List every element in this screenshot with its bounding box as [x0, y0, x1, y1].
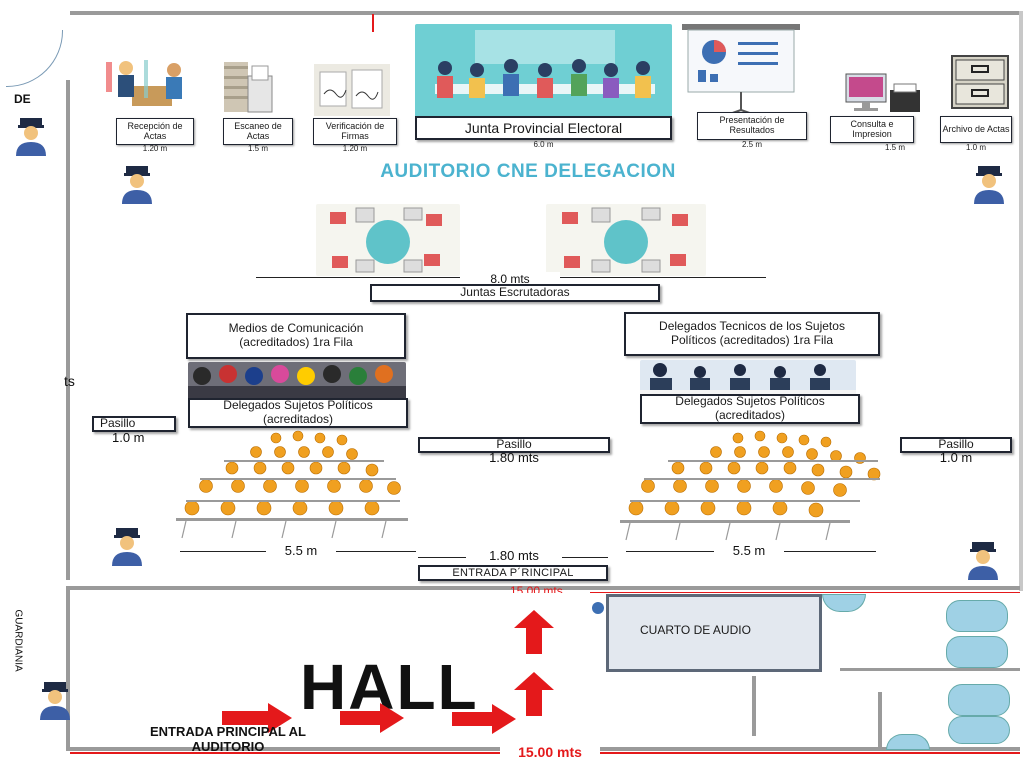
hall-red-top-measure: 15.00 mts — [510, 584, 563, 593]
right-aisle-label: Pasillo — [900, 437, 1012, 453]
arrow-up-icon — [514, 610, 554, 659]
right-seating-block — [620, 430, 892, 542]
top-left-fragment: DE — [14, 92, 31, 106]
center-aisle-measure: 1.80 mts — [489, 450, 539, 465]
presentation-label: Presentación de Resultados — [697, 112, 807, 140]
left-delegates-label: Delegados Sujetos Políticos (acreditados… — [188, 398, 408, 428]
left-aisle-measure: 1.0 m — [112, 430, 145, 445]
presentation-measure: 2.5 m — [741, 140, 762, 149]
right-wall — [1019, 11, 1023, 591]
junta-provincial-label: Junta Provincial Electoral — [415, 116, 672, 140]
archive-illustration — [950, 54, 1010, 110]
top-red-tick — [372, 14, 374, 32]
toilet-icon — [946, 600, 1008, 632]
left-block-measure: 5.5 m — [266, 543, 336, 558]
guard-icon — [36, 680, 74, 720]
restroom-wall — [752, 676, 756, 736]
audio-room-icon — [592, 602, 604, 614]
left-wall-upper — [66, 80, 70, 580]
guardiania-label: GUARDIANIA — [12, 609, 24, 672]
verification-label: Verificación de Firmas — [313, 118, 397, 145]
verification-illustration — [314, 64, 390, 116]
verification-measure: 1.20 m — [342, 144, 368, 153]
reception-illustration — [104, 52, 198, 116]
juntas-label: Juntas Escrutadoras — [370, 284, 660, 302]
right-delegates-label: Delegados Sujetos Políticos (acreditados… — [640, 394, 860, 424]
juntas-illustration-right — [546, 204, 706, 276]
scanning-illustration — [218, 56, 276, 118]
scanning-label: Escaneo de Actas — [223, 118, 293, 145]
audio-room — [606, 594, 822, 672]
sink-icon — [822, 594, 866, 612]
media-illustration — [188, 362, 406, 400]
reception-measure: 1.20 m — [142, 144, 168, 153]
main-entrance-label: ENTRADA P´RINCIPAL — [418, 565, 608, 581]
hall-entrance-label: ENTRADA PRINCIPAL AL AUDITORIO — [150, 725, 306, 754]
presentation-illustration — [678, 22, 804, 117]
right-aisle-measure: 1.0 m — [939, 450, 973, 465]
arrow-right-icon — [452, 704, 516, 739]
top-wall — [70, 11, 1020, 15]
media-label: Medios de Comunicación (acreditados) 1ra… — [186, 313, 406, 359]
restroom-wall — [878, 692, 882, 748]
archive-label: Archivo de Actas — [940, 116, 1012, 143]
juntas-illustration-left — [316, 204, 460, 276]
arrow-up-icon — [514, 672, 554, 721]
arrow-right-icon — [222, 703, 292, 738]
tech-delegates-illustration — [640, 360, 856, 398]
arrow-right-icon — [340, 703, 404, 738]
guard-icon — [964, 540, 1002, 580]
hall-bottom-measure: 15.00 mts — [500, 744, 600, 761]
consultation-measure: 1.5 m — [884, 143, 905, 152]
restroom-partition — [840, 668, 1020, 671]
audio-room-label: CUARTO DE AUDIO — [640, 623, 751, 637]
guard-icon — [108, 526, 146, 566]
toilet-icon — [948, 684, 1010, 716]
guard-icon — [970, 164, 1008, 204]
toilet-icon — [948, 716, 1010, 744]
hall-red-dimension-line — [590, 592, 1020, 593]
left-wall-lower — [66, 590, 70, 750]
left-seating-block — [176, 430, 408, 540]
junta-provincial-illustration — [415, 24, 672, 118]
auditorium-title: AUDITORIO CNE DELEGACION — [380, 161, 676, 182]
left-aisle-label: Pasillo — [92, 416, 176, 432]
top-door-arc — [6, 30, 63, 87]
consultation-label: Consulta e Impresion — [830, 116, 914, 143]
junta-provincial-measure: 6.0 m — [533, 140, 554, 149]
toilet-icon — [946, 636, 1008, 668]
juntas-measure: 8.0 mts — [460, 272, 560, 286]
scanning-measure: 1.5 m — [247, 144, 268, 153]
guard-icon — [118, 164, 156, 204]
consultation-illustration — [838, 72, 922, 116]
reception-label: Recepción de Actas — [116, 118, 194, 145]
guard-icon — [12, 116, 50, 156]
archive-measure: 1.0 m — [965, 143, 986, 152]
right-block-measure: 5.5 m — [714, 543, 784, 558]
hall-divider-wall — [66, 586, 1020, 590]
sink-icon — [886, 734, 930, 750]
center-aisle-label: Pasillo — [418, 437, 610, 453]
tech-delegates-label: Delegados Tecnicos de los Sujetos Políti… — [624, 312, 880, 356]
center-bottom-measure: 1.80 mts — [466, 548, 562, 563]
left-fragment: ts — [64, 373, 75, 389]
